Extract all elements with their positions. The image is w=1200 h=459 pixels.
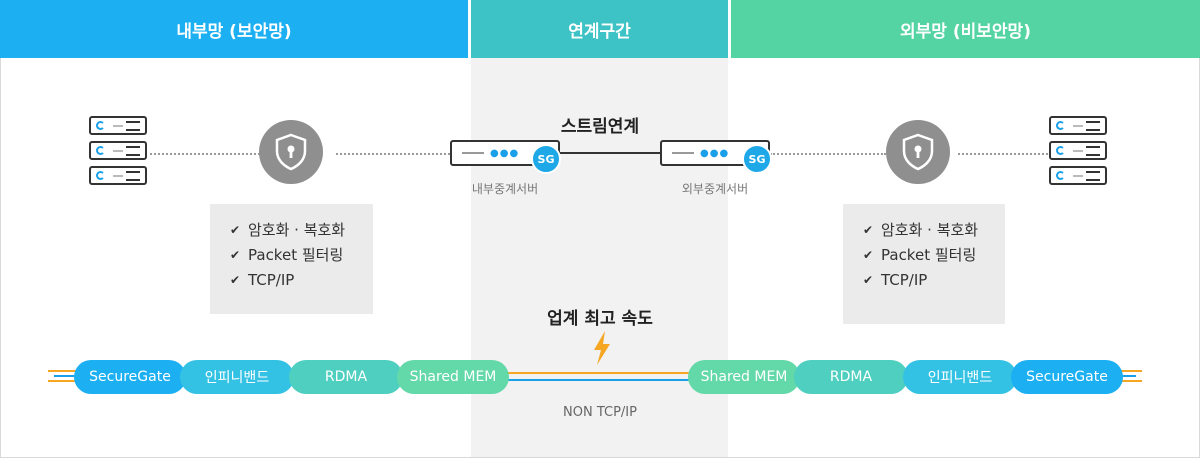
link-zone-panel: [471, 58, 728, 457]
internal-shield-lock-icon: [259, 120, 323, 184]
bus-line-right: [1118, 370, 1142, 372]
pill-rdma-left: RDMA: [289, 360, 403, 394]
stream-link-line: [560, 152, 660, 154]
feature-item: ✔Packet 필터링: [863, 243, 1005, 268]
header-link-label: 연계구간: [568, 21, 631, 42]
internal-sg-badge: SG: [531, 144, 561, 174]
connector-line: [770, 153, 886, 155]
checkmark-icon: ✔: [863, 273, 874, 287]
bus-line-right: [1118, 375, 1136, 377]
feature-item: ✔암호화 · 복호화: [863, 218, 1005, 243]
shared-mem-link-line: [505, 372, 693, 374]
stream-title: 스트림연계: [560, 117, 640, 137]
checkmark-icon: ✔: [230, 248, 241, 262]
connector-line: [336, 153, 450, 155]
shared-mem-link-line: [505, 379, 693, 381]
external-sg-badge: SG: [742, 144, 772, 174]
speed-title: 업계 최고 속도: [547, 309, 653, 329]
checkmark-icon: ✔: [863, 223, 874, 237]
pill-infiniband-left: 인피니밴드: [180, 360, 294, 394]
protocol-label: NON TCP/IP: [563, 405, 637, 420]
checkmark-icon: ✔: [230, 223, 241, 237]
internal-server-stack-icon: [89, 116, 149, 191]
bus-line-left: [54, 375, 78, 377]
checkmark-icon: ✔: [230, 273, 241, 287]
connector-line: [958, 153, 1048, 155]
external-shield-lock-icon: [886, 120, 950, 184]
bus-line-left: [48, 370, 78, 372]
internal-relay-caption: 내부중계서버: [471, 182, 539, 196]
pill-shared-mem-left: Shared MEM: [397, 360, 509, 394]
feature-item: ✔암호화 · 복호화: [230, 218, 373, 243]
feature-item: ✔TCP/IP: [863, 268, 1005, 293]
internal-feature-box: ✔암호화 · 복호화 ✔Packet 필터링 ✔TCP/IP: [210, 204, 373, 314]
pill-infiniband-right: 인피니밴드: [903, 360, 1017, 394]
pill-shared-mem-right: Shared MEM: [688, 360, 800, 394]
header-external-label: 외부망 (비보안망): [900, 21, 1031, 42]
bus-line-left: [48, 380, 78, 382]
feature-item: ✔TCP/IP: [230, 268, 373, 293]
header-link-zone: 연계구간: [471, 0, 728, 58]
header-internal: 내부망 (보안망): [0, 0, 468, 58]
pill-securegate-left: SecureGate: [74, 360, 186, 394]
feature-item: ✔Packet 필터링: [230, 243, 373, 268]
external-server-stack-icon: [1049, 116, 1109, 191]
external-relay-caption: 외부중계서버: [681, 182, 749, 196]
bus-line-right: [1118, 380, 1142, 382]
header-external: 외부망 (비보안망): [731, 0, 1200, 58]
external-feature-box: ✔암호화 · 복호화 ✔Packet 필터링 ✔TCP/IP: [843, 204, 1005, 324]
pill-rdma-right: RDMA: [794, 360, 908, 394]
header-internal-label: 내부망 (보안망): [176, 21, 292, 42]
pill-securegate-right: SecureGate: [1011, 360, 1123, 394]
checkmark-icon: ✔: [863, 248, 874, 262]
connector-line: [150, 153, 260, 155]
lightning-icon: [594, 331, 610, 365]
